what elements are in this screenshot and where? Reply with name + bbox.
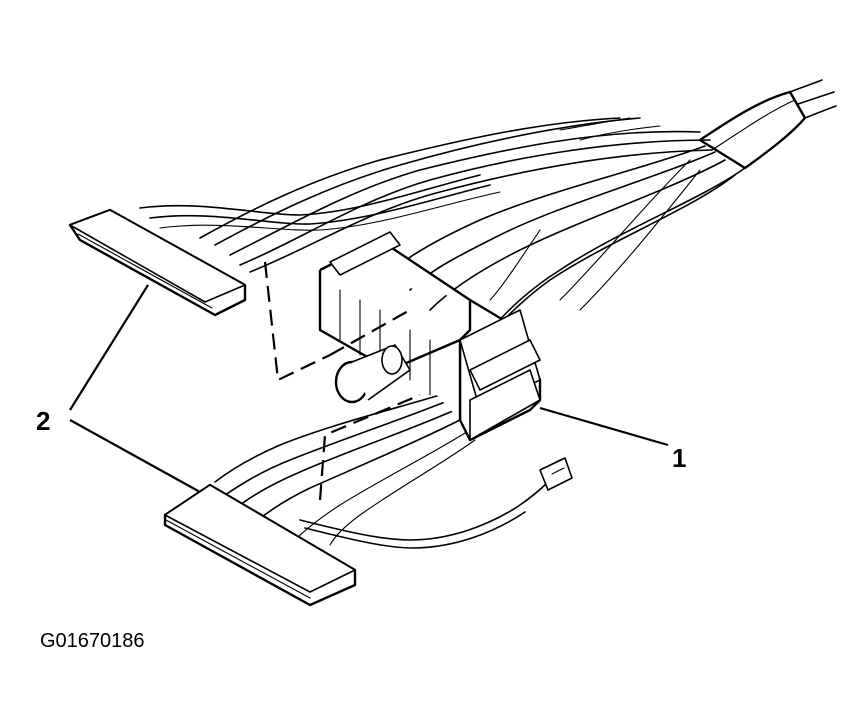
center-wire-bundle <box>389 145 746 351</box>
harness-sleeve <box>698 79 837 170</box>
figure-id-caption: G01670186 <box>40 630 145 652</box>
upper-wire-bundle <box>139 117 713 273</box>
pigtail-wire <box>299 457 573 549</box>
lower-wire-bundle <box>214 394 476 546</box>
callout-leaders <box>69 284 669 493</box>
upper-flat-connector <box>68 208 247 317</box>
callout-label-2: 2 <box>36 406 50 436</box>
lower-flat-connector <box>163 483 357 607</box>
central-connector <box>318 231 542 442</box>
alignment-lines <box>263 261 421 501</box>
callout-label-1: 1 <box>672 443 686 473</box>
